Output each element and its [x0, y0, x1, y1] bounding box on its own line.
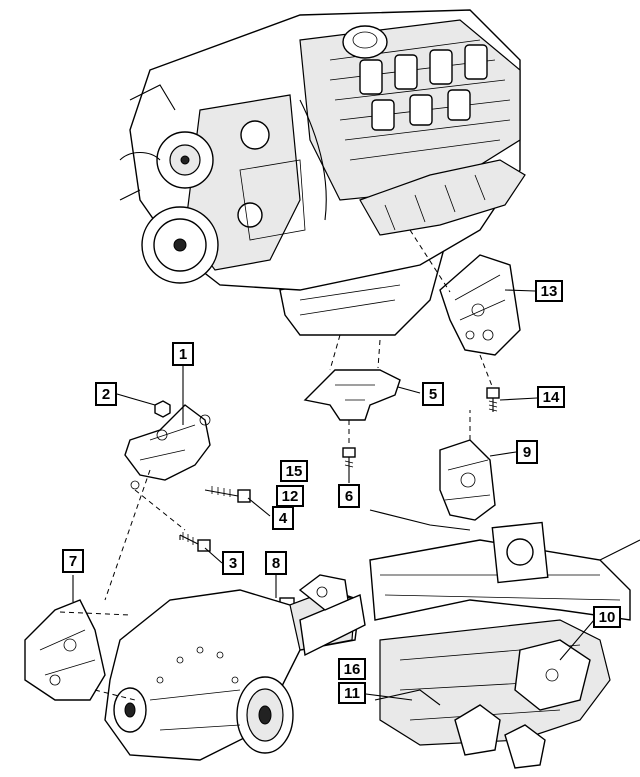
assembly-lines [59, 229, 493, 701]
engine-assembly [119, 9, 526, 336]
bolt-6 [342, 447, 356, 472]
callout-14: 14 [537, 386, 565, 408]
callout-7: 7 [62, 549, 84, 573]
callout-12: 12 [276, 485, 304, 507]
callout-9: 9 [516, 440, 538, 464]
leader-lines [72, 289, 595, 701]
callout-16: 16 [338, 658, 366, 680]
vehicle-frame [369, 439, 640, 769]
callout-3: 3 [222, 551, 244, 575]
bracket-1 [124, 404, 211, 490]
callout-10: 10 [593, 606, 621, 628]
mount-bracket-7 [24, 599, 106, 701]
callout-15: 15 [280, 460, 308, 482]
insulator-5 [303, 369, 401, 421]
bolt-3 [179, 532, 211, 552]
engine-mount-bracket-13 [439, 254, 521, 356]
bolt-14 [486, 387, 500, 412]
callout-11: 11 [338, 682, 366, 704]
nut-2 [154, 400, 171, 418]
callout-2: 2 [95, 382, 117, 406]
front-axle-assembly [104, 574, 366, 761]
callout-5: 5 [422, 382, 444, 406]
callout-13: 13 [535, 280, 563, 302]
callout-8: 8 [265, 551, 287, 575]
callout-1: 1 [172, 342, 194, 366]
callout-6: 6 [338, 484, 360, 508]
callout-4: 4 [272, 506, 294, 530]
bolt-12-15 [204, 486, 251, 503]
